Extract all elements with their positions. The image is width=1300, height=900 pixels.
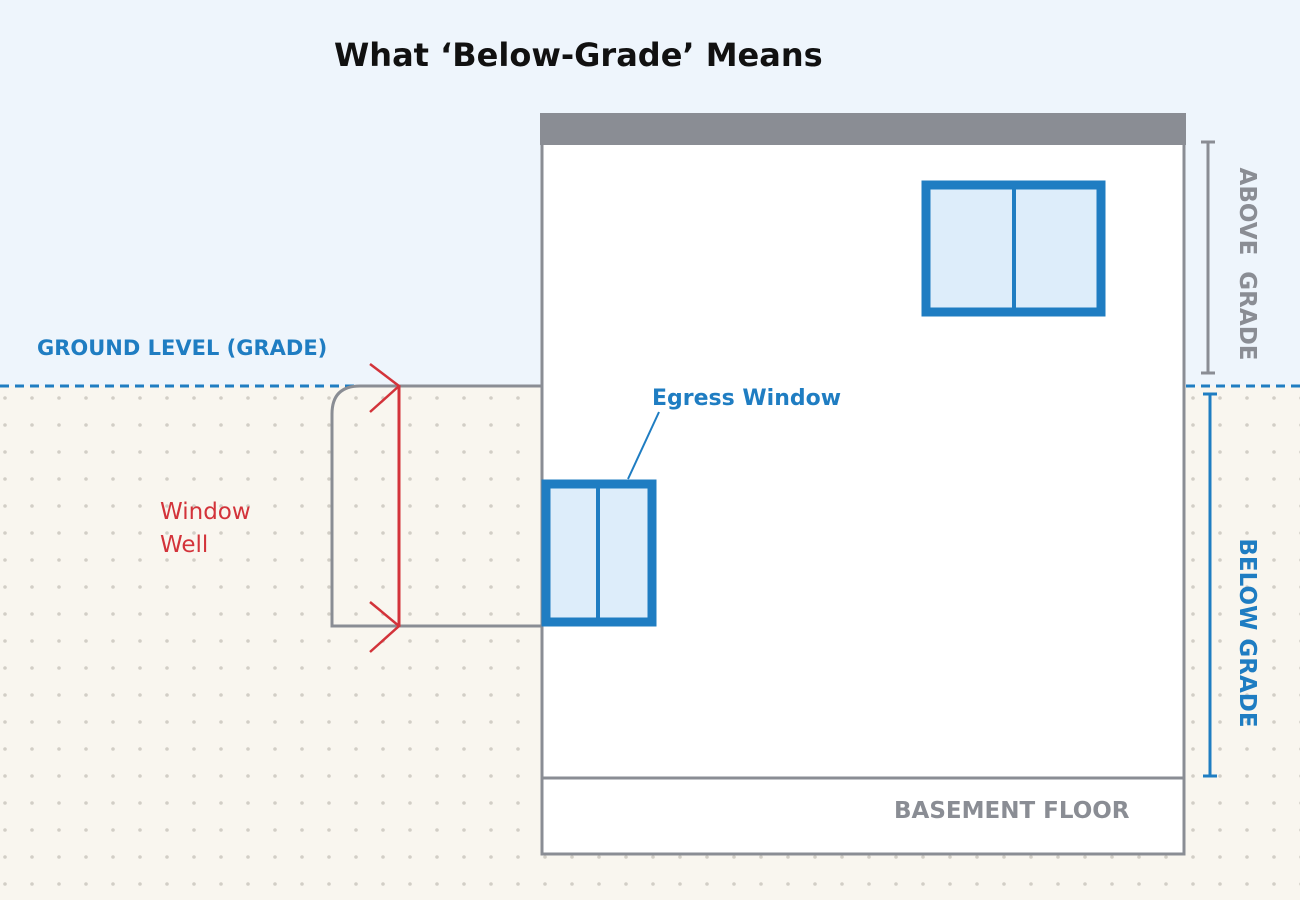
window-well-label-line2: Well — [160, 532, 208, 558]
above-grade-bracket — [1201, 140, 1215, 375]
egress-window — [541, 479, 657, 627]
house-roof — [540, 113, 1186, 145]
below-grade-label: BELOW GRADE — [1234, 538, 1260, 727]
egress-window-label: Egress Window — [652, 386, 841, 411]
basement-floor-label: BASEMENT FLOOR — [894, 798, 1130, 824]
window-well-dimension — [369, 363, 401, 653]
egress-window-leader — [627, 411, 660, 480]
page-title: What ‘Below-Grade’ Means — [334, 36, 823, 74]
above-grade-label: ABOVE GRADE — [1234, 168, 1260, 361]
ground-level-label: GROUND LEVEL (GRADE) — [37, 336, 327, 360]
window-well-label-line1: Window — [160, 499, 251, 525]
window-well-outline — [330, 384, 542, 628]
upper-window — [921, 180, 1106, 317]
below-grade-bracket — [1203, 392, 1217, 778]
